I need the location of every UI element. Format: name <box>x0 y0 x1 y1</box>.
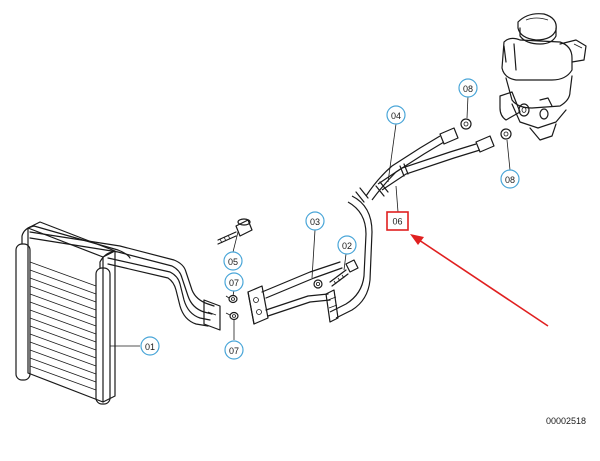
pipe-03 <box>261 261 343 317</box>
callout-08-upper[interactable]: 08 <box>458 78 478 98</box>
callout-04[interactable]: 04 <box>386 105 406 125</box>
callout-06-label: 06 <box>392 217 402 227</box>
banjo-bolt <box>217 218 253 245</box>
washer-08-lower <box>500 128 512 140</box>
callout-07-upper-label: 07 <box>229 278 239 288</box>
callout-05-label: 05 <box>228 257 238 267</box>
oil-cooler-radiator <box>15 221 131 405</box>
callout-07-lower[interactable]: 07 <box>224 340 244 360</box>
callout-02[interactable]: 02 <box>337 235 357 255</box>
bolt-02 <box>329 259 359 287</box>
callout-03-label: 03 <box>310 217 320 227</box>
highlight-arrow <box>410 234 549 327</box>
callout-06-highlight-box <box>386 211 409 231</box>
cooler-lines <box>29 231 215 327</box>
callout-04-label: 04 <box>391 111 401 121</box>
callout-08-upper-label: 08 <box>463 84 473 94</box>
callout-05[interactable]: 05 <box>223 251 243 271</box>
callout-07-upper[interactable]: 07 <box>224 272 244 292</box>
callout-08-lower-label: 08 <box>505 175 515 185</box>
seal-ring <box>313 279 323 289</box>
lower-fitting <box>325 289 339 323</box>
washer-08-upper <box>460 118 472 130</box>
pipe-06 <box>377 127 495 191</box>
callout-01-label: 01 <box>145 342 155 352</box>
washer-upper <box>228 294 238 304</box>
washer-lower <box>229 311 239 321</box>
callout-02-label: 02 <box>342 241 352 251</box>
callout-01[interactable]: 01 <box>140 336 160 356</box>
callout-03[interactable]: 03 <box>305 211 325 231</box>
oil-filter-housing <box>499 13 587 141</box>
callout-07-lower-label: 07 <box>229 346 239 356</box>
line-bracket <box>203 299 221 331</box>
callout-06[interactable]: 06 <box>386 211 409 231</box>
figure-id: 00002518 <box>546 416 586 426</box>
leader-lines <box>110 95 511 347</box>
callout-08-lower[interactable]: 08 <box>500 169 520 189</box>
cooler-fins <box>29 261 97 391</box>
connector-block <box>247 285 269 325</box>
